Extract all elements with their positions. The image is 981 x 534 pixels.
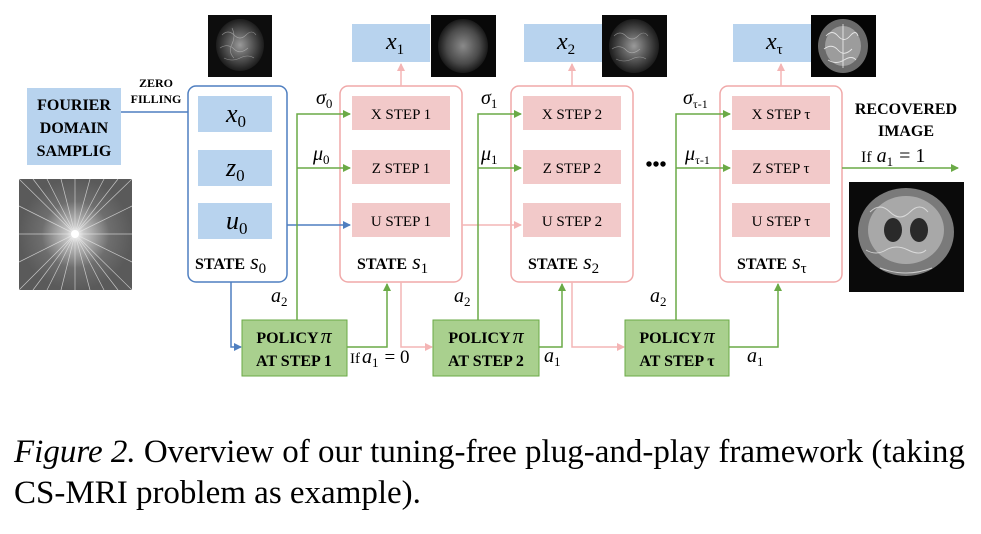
stage2-x-step-box xyxy=(523,96,621,130)
fourier-line-3: SAMPLIG xyxy=(37,143,112,160)
stage2-mu: μ1 xyxy=(480,143,498,167)
stage1-sigma: σ0 xyxy=(316,87,332,111)
stage1-output-image xyxy=(431,15,496,77)
stage2-z-step: Z STEP 2 xyxy=(543,161,602,177)
state0-u-label: u0 xyxy=(226,206,248,238)
state0-to-policy1-arrow xyxy=(230,282,242,351)
fourier-line-1: FOURIER xyxy=(37,97,111,114)
policy1-line1: POLICYπ xyxy=(256,323,332,348)
stage-tau-u-step: U STEP τ xyxy=(752,214,811,230)
stage2-output-box xyxy=(524,24,602,62)
stage-tau-output-image xyxy=(811,15,876,77)
state1-to-policy2-arrow xyxy=(400,282,433,351)
framework-diagram: FOURIER DOMAIN SAMPLIG ZERO FILLING x0 z… xyxy=(18,15,964,377)
zero-filling-line-1: ZERO xyxy=(139,76,173,90)
policy-tau-a1-label: a1 xyxy=(747,345,764,369)
zero-filling-line-2: FILLING xyxy=(131,92,182,106)
state0-x-cell xyxy=(198,96,272,132)
stage1-x-step: X STEP 1 xyxy=(371,107,431,123)
policy-tau-to-state-tau-arrow xyxy=(729,283,782,348)
policy1-line2: AT STEP 1 xyxy=(256,353,332,370)
figure-caption: Figure 2. Overview of our tuning-free pl… xyxy=(14,432,974,514)
policy2-a1-label: a1 xyxy=(544,345,561,369)
stage-tau-x-step: X STEP τ xyxy=(752,107,811,123)
stage2-u-step-box xyxy=(523,203,621,237)
state0-z-label: z0 xyxy=(225,153,245,185)
policy-tau-line1: POLICYπ xyxy=(639,323,715,348)
recovered-line-2: IMAGE xyxy=(878,123,934,140)
stage-tau-sigma: στ-1 xyxy=(683,87,708,111)
stage2-output-label: x2 xyxy=(556,29,575,58)
state0-u-cell xyxy=(198,203,272,239)
stage2-output-image xyxy=(602,15,667,77)
policy2-to-state2-arrow xyxy=(539,283,566,348)
stage-tau-u-step-box xyxy=(732,203,830,237)
policy-tau-a2-label: a2 xyxy=(650,285,667,309)
stage-tau-output-label: xτ xyxy=(765,29,783,58)
fourier-line-2: DOMAIN xyxy=(40,120,109,137)
stage-tau-z-step-box xyxy=(732,150,830,184)
policy-tau-line2: AT STEP τ xyxy=(639,353,715,370)
policy2-a2-label: a2 xyxy=(454,285,471,309)
policy2-line1: POLICYπ xyxy=(448,323,524,348)
stage1-output-label: x1 xyxy=(385,29,404,58)
stage1-mu: μ0 xyxy=(312,143,330,167)
policy1-to-xstep1-arrow xyxy=(296,110,351,320)
policy1-box xyxy=(241,319,348,377)
stage1-z-step: Z STEP 1 xyxy=(372,161,431,177)
stage-ellipsis: ••• xyxy=(645,154,666,176)
stage1-output-box xyxy=(352,24,430,62)
policy-tau-box xyxy=(624,319,730,377)
recovered-line-1: RECOVERED xyxy=(855,101,957,118)
state0-z-cell xyxy=(198,150,272,186)
policy-tau-to-xstep-arrow xyxy=(675,110,731,320)
recovered-image xyxy=(849,182,964,292)
stage1-z-step-box xyxy=(352,150,450,184)
fourier-sampling-box xyxy=(27,88,121,165)
stage1-x-step-box xyxy=(352,96,450,130)
stage-tau-z-step: Z STEP τ xyxy=(752,161,809,177)
stage2-z-step-box xyxy=(523,150,621,184)
stage2-u-step: U STEP 2 xyxy=(542,214,602,230)
stage1-u-step-box xyxy=(352,203,450,237)
stage-tau-mu: μτ-1 xyxy=(684,143,710,167)
stage-tau-x-step-box xyxy=(732,96,830,130)
figure-label: Figure 2. xyxy=(14,434,136,470)
state2-to-policy-tau-arrow xyxy=(571,282,625,351)
kspace-image xyxy=(18,178,133,291)
stage2-x-step: X STEP 2 xyxy=(542,107,602,123)
caption-text: Overview of our tuning-free plug-and-pla… xyxy=(14,434,965,511)
state0-x-label: x0 xyxy=(225,99,246,131)
policy1-to-state1-arrow xyxy=(347,283,391,348)
policy2-line2: AT STEP 2 xyxy=(448,353,524,370)
stage2-sigma: σ1 xyxy=(481,87,497,111)
policy1-a2-label: a2 xyxy=(271,285,288,309)
stage-tau-output-box xyxy=(733,24,811,62)
zero-filled-brain-image xyxy=(208,15,272,77)
policy2-box xyxy=(432,319,540,377)
policy2-to-xstep2-arrow xyxy=(477,110,522,320)
stage1-u-step: U STEP 1 xyxy=(371,214,431,230)
